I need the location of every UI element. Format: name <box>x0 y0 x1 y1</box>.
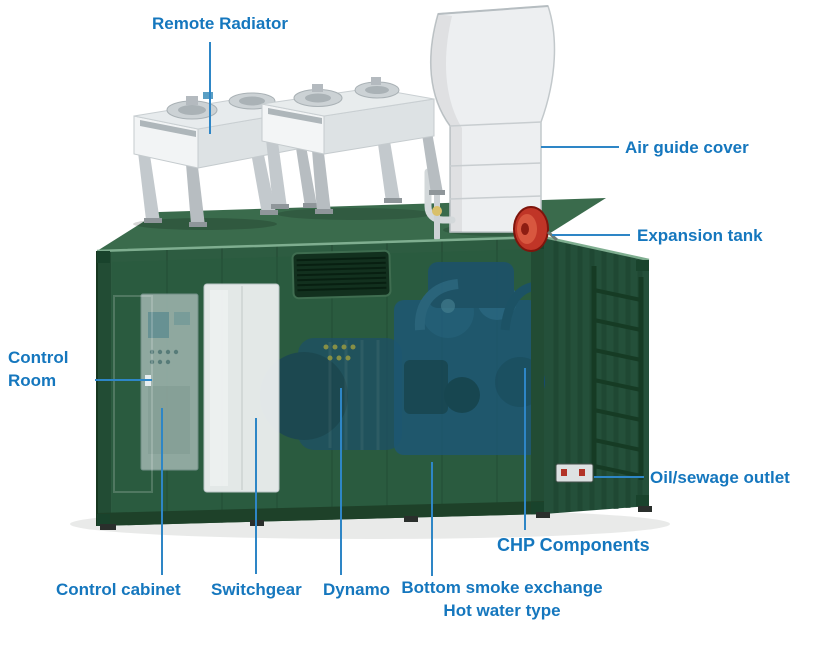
control-cabinet-leader <box>161 408 163 575</box>
label-control-cabinet: Control cabinet <box>56 580 181 599</box>
oil-sewage-outlet-leader <box>594 476 644 478</box>
switchgear-cabinet <box>203 283 280 493</box>
remote-radiator-leader <box>209 42 211 134</box>
remote-radiator-left <box>133 92 319 227</box>
bottom-smoke-leader <box>431 462 433 576</box>
vent-grille <box>291 249 392 300</box>
chp-engine <box>394 262 545 455</box>
label-oil-sewage-outlet: Oil/sewage outlet <box>650 468 790 487</box>
switchgear-leader <box>255 418 257 574</box>
pipework <box>424 168 456 241</box>
air-guide-cover-shape <box>430 5 556 233</box>
dynamo-body <box>260 338 402 450</box>
remote-radiator-right <box>261 77 445 214</box>
label-control-room: Control Room <box>8 348 69 390</box>
expansion-tank-shape <box>513 206 558 252</box>
label-chp-components: CHP Components <box>497 535 650 555</box>
label-switchgear: Switchgear <box>211 580 302 599</box>
label-air-guide-cover: Air guide cover <box>625 138 749 157</box>
label-dynamo: Dynamo <box>323 580 391 599</box>
control-room-leader <box>95 379 152 381</box>
label-remote-radiator: Remote Radiator <box>152 14 289 33</box>
label-bottom-smoke-exchange: Bottom smoke exchange Hot water type <box>401 578 603 620</box>
ladder <box>591 266 644 480</box>
control-room-cabinet <box>140 293 199 471</box>
expansion-tank-leader <box>552 234 630 236</box>
chp-components-leader <box>524 368 526 530</box>
oil-sewage-outlet-shape <box>555 463 594 483</box>
air-guide-cover-leader <box>541 146 619 148</box>
dynamo-leader <box>340 388 342 575</box>
label-expansion-tank: Expansion tank <box>637 226 763 245</box>
